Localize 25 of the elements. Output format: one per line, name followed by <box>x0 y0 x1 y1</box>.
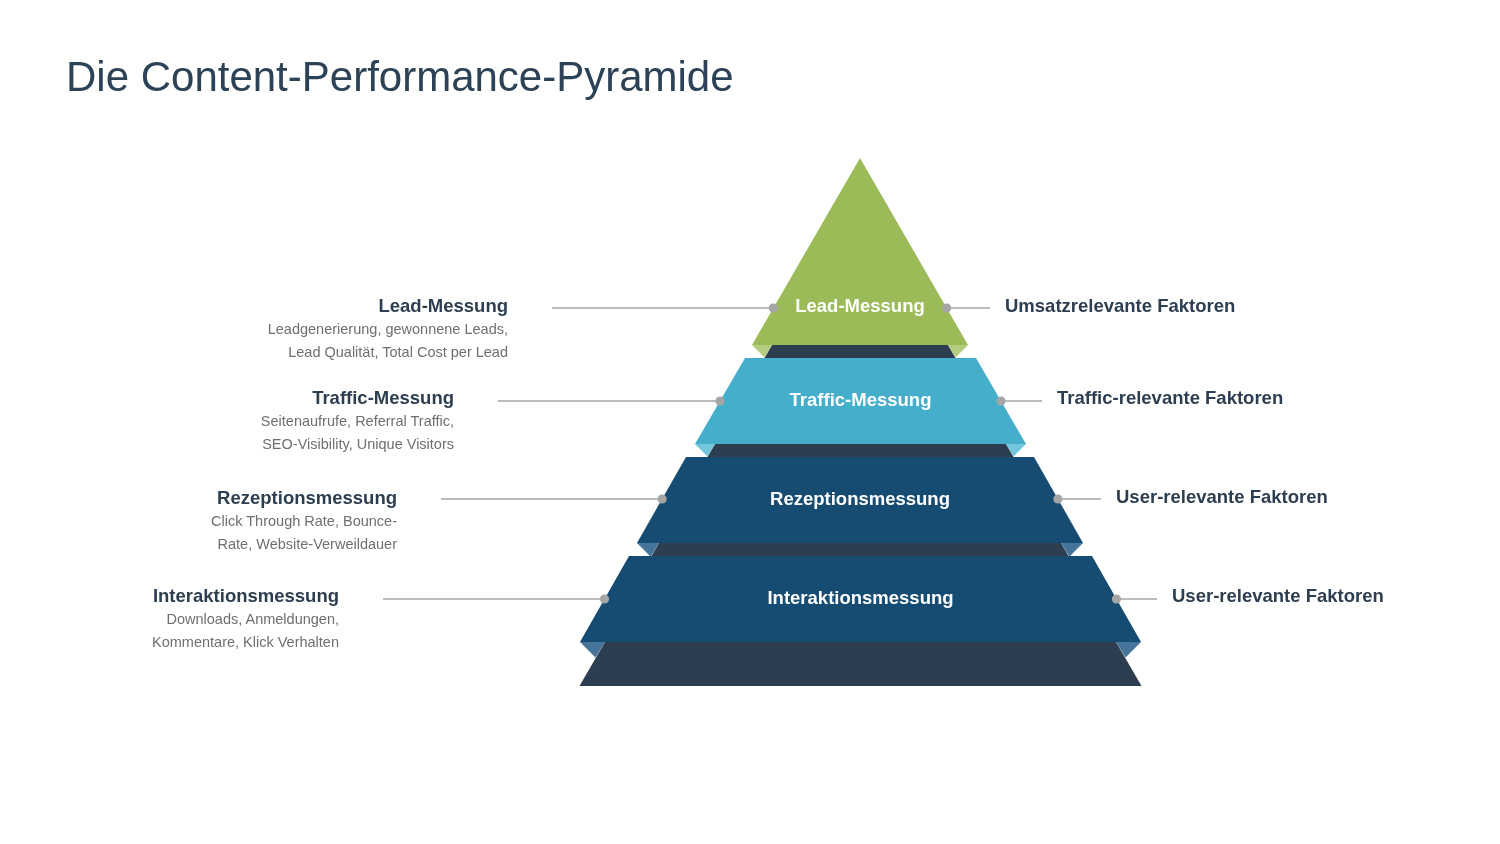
heading-text: Interaktionsmessung <box>152 584 339 608</box>
title: Die Content-Performance-Pyramide <box>66 52 734 102</box>
tier-label: Interaktionsmessung <box>767 586 954 610</box>
heading-text: Traffic-Messung <box>312 386 454 410</box>
description-text: Leadgenerierung, gewonnene Leads, Lead Qualität, Total Cost per Lead <box>266 320 508 362</box>
leader-line <box>497 396 725 406</box>
description-text: Seitenaufrufe, Referral Traffic, SEO-Visibility, Unique Visitors <box>259 412 454 454</box>
factor-text: User-relevante Faktoren <box>1172 584 1384 608</box>
tier-label: Traffic-Messung <box>789 388 932 412</box>
leader-line <box>1111 594 1158 604</box>
tier-label: Lead-Messung <box>795 294 925 318</box>
leader-line <box>551 303 778 313</box>
factor-text: User-relevante Faktoren <box>1116 485 1328 509</box>
description-text: Click Through Rate, Bounce-Rate, Website-Verweildauer <box>210 512 397 554</box>
factor-text: Traffic-relevante Faktoren <box>1057 386 1284 410</box>
tier-label: Rezeptionsmessung <box>770 487 950 511</box>
description-text: Downloads, Anmeldungen, Kommentare, Klick Verhalten <box>151 610 339 652</box>
factor-text: Umsatzrelevante Faktoren <box>1005 294 1236 318</box>
heading-text: Lead-Messung <box>378 294 508 318</box>
leader-line <box>1053 494 1102 504</box>
leader-line <box>996 396 1043 406</box>
leader-line <box>440 494 667 504</box>
leader-line <box>382 594 610 604</box>
heading-text: Rezeptionsmessung <box>217 486 397 510</box>
leader-line <box>942 303 991 313</box>
